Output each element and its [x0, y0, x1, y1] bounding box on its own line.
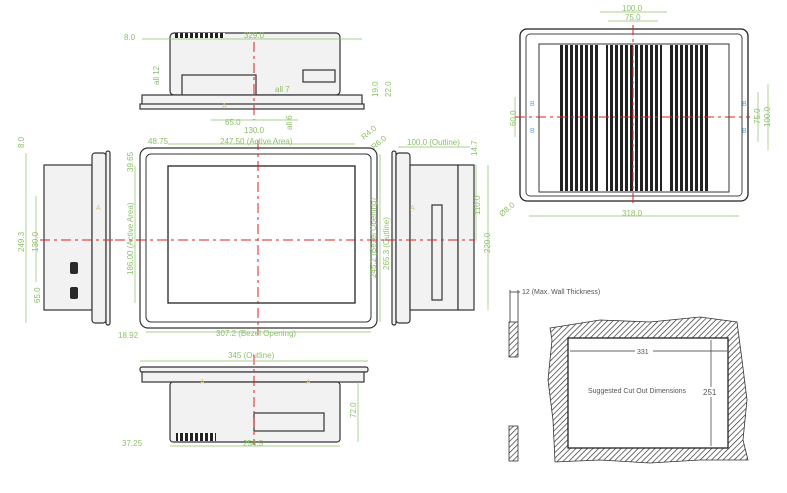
wall-thickness-label: 12 (Max. Wall Thickness): [522, 289, 600, 296]
bottom-view: 345 (Outline) 72.0 37.25 254.5 A A: [122, 351, 369, 448]
dim-label: 329.0: [244, 31, 265, 40]
dim-label: all 6: [285, 115, 294, 130]
dim-label: 247.50 (Active Area): [220, 137, 293, 146]
dim-label: 254.5: [243, 439, 264, 448]
marker-a: A: [410, 205, 415, 212]
dim-label: 18.92: [118, 331, 139, 340]
marker-a: A: [306, 379, 311, 386]
dim-label: 100.0: [763, 106, 772, 127]
dim-label: 8.0: [17, 136, 26, 148]
marker-a: A: [222, 103, 227, 110]
cutout-height-label: 251: [703, 388, 717, 397]
marker-b: B: [742, 128, 747, 135]
dim-label: 14.7: [470, 140, 479, 156]
dim-label: 22.0: [384, 81, 393, 97]
dim-label: 318.0: [622, 209, 643, 218]
dim-label: 220.0: [483, 232, 492, 253]
dim-label: 39.65: [126, 151, 135, 172]
marker-b: B: [530, 101, 535, 108]
back-view: 100.0 75.0 60.0 75.0 100.0 318.0 Ø8.0 B …: [498, 4, 772, 219]
dim-label: 307.2 (Bezel Opening): [216, 329, 296, 338]
dim-label: R6.0: [370, 133, 389, 151]
dim-label: 345 (Outline): [228, 351, 275, 360]
cutout-title: Suggested Cut Out Dimensions: [588, 388, 687, 395]
dim-label: 265.3 (Outline): [382, 217, 391, 270]
dim-label: 100.0 (Outline): [407, 138, 460, 147]
dim-label: 130.0: [244, 126, 265, 135]
dim-label: 37.25: [122, 439, 143, 448]
dim-label: 186.00 (Active Area): [126, 202, 135, 275]
dim-label: 48.75: [148, 137, 169, 146]
dim-label: 75.0: [753, 108, 762, 124]
marker-b: B: [742, 101, 747, 108]
dim-label: 100.0: [622, 4, 643, 13]
dim-label: 130.0: [31, 231, 40, 252]
cutout-diagram: 12 (Max. Wall Thickness) 331 Suggested C…: [508, 289, 749, 464]
dim-label: 65.0: [33, 287, 42, 303]
left-side-view: 8.0 249.3 130.0 65.0 A: [17, 136, 115, 326]
cutout-width-label: 331: [637, 349, 649, 356]
dim-label: 75.0: [625, 13, 641, 22]
marker-a: A: [96, 205, 101, 212]
dim-label: all 7: [275, 85, 290, 94]
marker-a: A: [200, 379, 205, 386]
dim-label: 110.0: [473, 195, 482, 215]
top-view: 8.0 329.0 all 12 all 7 19.0 22.0 65.0 13…: [124, 31, 393, 135]
dim-label: 60.0: [509, 110, 518, 126]
dim-label: 65.0: [225, 118, 241, 127]
right-side-view: 100.0 (Outline) 14.7 110.0 220.0 A: [385, 138, 492, 326]
dim-label: 8.0: [124, 33, 136, 42]
dim-label: 19.0: [371, 81, 380, 97]
dim-label: all 12: [152, 65, 161, 85]
dim-label: Ø8.0: [498, 200, 517, 218]
dim-label: 72.0: [349, 402, 358, 418]
dim-label: 249.3: [17, 231, 26, 252]
dim-label: 245.2 (Bezel Opening): [369, 198, 378, 278]
front-view: 48.75 247.50 (Active Area) R4.0 R6.0 39.…: [115, 123, 395, 340]
marker-b: B: [530, 128, 535, 135]
